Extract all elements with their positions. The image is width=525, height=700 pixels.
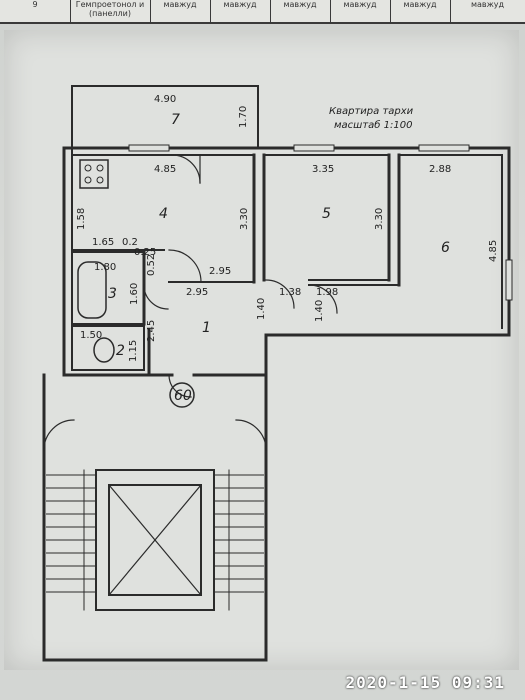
floor-plan-drawing: Квартира тархи масштаб 1:100 7 4 5 6 3 2… bbox=[42, 85, 513, 662]
table-cell: мавжуд bbox=[470, 0, 505, 9]
room-label-1: 1 bbox=[202, 320, 211, 336]
dim-hall-b: 2.95 bbox=[186, 287, 208, 298]
table-cell: мавжуд bbox=[270, 0, 331, 22]
dim-bath-width2: 1.80 bbox=[94, 262, 116, 273]
dim-corr-b: 1.98 bbox=[316, 287, 338, 298]
dim-wc-depth: 1.15 bbox=[128, 340, 139, 362]
dim-room6-depth: 4.85 bbox=[488, 240, 499, 262]
plan-scale: масштаб 1:100 bbox=[334, 119, 412, 131]
table-cell: мавжуд bbox=[150, 0, 211, 22]
room-label-2: 2 bbox=[116, 343, 125, 359]
floor-plan-sheet: Квартира тархи масштаб 1:100 7 4 5 6 3 2… bbox=[4, 30, 519, 670]
dim-bath-depth: 1.60 bbox=[129, 283, 140, 305]
dim-room5-width: 3.35 bbox=[312, 164, 334, 175]
dim-bath-c: 0.52 bbox=[146, 254, 157, 276]
dim-kitchen-width: 4.85 bbox=[154, 164, 176, 175]
dim-hall-c: 1.40 bbox=[256, 298, 267, 320]
dim-hall-a: 2.95 bbox=[209, 266, 231, 277]
dim-bath-b: 0.25 bbox=[134, 247, 156, 258]
dim-bath-width: 1.65 bbox=[92, 237, 114, 248]
apartment-number: 60 bbox=[174, 388, 192, 404]
dim-corr-a: 1.38 bbox=[279, 287, 301, 298]
dim-balcony-depth: 1.70 bbox=[238, 106, 249, 128]
room-label-5: 5 bbox=[322, 206, 331, 222]
dim-room5-depth: 3.30 bbox=[374, 208, 385, 230]
dim-bath-a: 0.2 bbox=[122, 237, 138, 248]
dim-corr-c: 1.40 bbox=[314, 300, 325, 322]
room-label-6: 6 bbox=[441, 240, 450, 256]
stair-treads bbox=[46, 474, 264, 593]
table-cell: мавжуд bbox=[330, 0, 391, 22]
room-label-7: 7 bbox=[171, 112, 180, 128]
dim-kitchen-small: 1.58 bbox=[76, 208, 87, 230]
dim-wc-width: 1.50 bbox=[80, 330, 102, 341]
top-table: 9 Гемпроетонол и (панелли) мавжуд мавжуд… bbox=[0, 0, 525, 24]
table-cell: 9 bbox=[0, 0, 71, 22]
dim-room6-width: 2.88 bbox=[429, 164, 451, 175]
room-label-4: 4 bbox=[159, 206, 168, 222]
table-cell: мавжуд bbox=[390, 0, 451, 22]
dim-balcony-width: 4.90 bbox=[154, 94, 176, 105]
table-cell: Гемпроетонол и (панелли) bbox=[70, 0, 151, 22]
room-label-3: 3 bbox=[108, 286, 117, 302]
stove-icon bbox=[79, 159, 109, 189]
photo-timestamp: 2020-1-15 09:31 bbox=[345, 673, 505, 692]
dim-kitchen-depth: 3.30 bbox=[239, 208, 250, 230]
table-cell: мавжуд bbox=[210, 0, 271, 22]
apartment-number-circle bbox=[169, 382, 195, 408]
plan-title: Квартира тархи bbox=[329, 106, 414, 117]
dim-wc-side: 2.45 bbox=[146, 320, 157, 342]
